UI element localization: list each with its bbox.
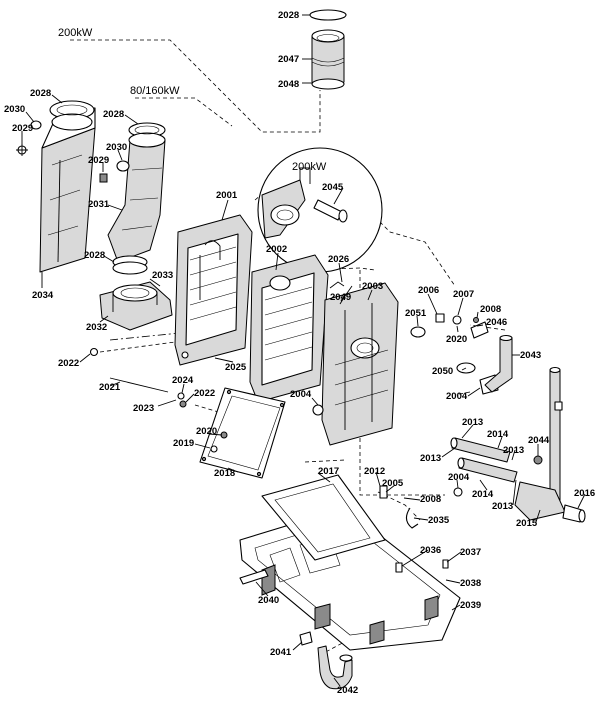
captions: 200kW 80/160kW 200kW (58, 27, 327, 173)
callout-2029: 2029 (12, 123, 33, 134)
callout-2023: 2023 (133, 403, 154, 414)
callout-2047: 2047 (278, 54, 299, 65)
part-2047-flue-adapter (309, 9, 347, 90)
part-2029-screw-mid (99, 173, 108, 183)
callout-2041: 2041 (270, 647, 292, 658)
callout-2038: 2038 (460, 578, 481, 589)
callout-2006: 2006 (418, 285, 439, 296)
callout-2004: 2004 (448, 472, 470, 483)
caption-inset-200kw: 200kW (292, 161, 327, 173)
callout-2026: 2026 (328, 254, 349, 265)
part-callouts: 2028 2047 2048 2028 2030 2029 2028 2030 … (4, 10, 595, 696)
part-2015-return-assembly (514, 366, 586, 523)
callout-2002: 2002 (266, 244, 287, 255)
callout-2014: 2014 (487, 429, 509, 440)
callout-2042: 2042 (337, 685, 358, 696)
callout-2028: 2028 (278, 10, 299, 21)
callout-2005: 2005 (382, 478, 404, 489)
callout-2022: 2022 (58, 358, 79, 369)
callout-2030: 2030 (106, 142, 127, 153)
part-2014-manifolds (450, 437, 518, 483)
part-2040-support-bracket (239, 569, 269, 585)
callout-2017: 2017 (318, 466, 339, 477)
callout-2008: 2008 (420, 494, 441, 505)
callout-2004: 2004 (290, 389, 312, 400)
callout-2016: 2016 (574, 488, 595, 499)
leader-lines (21, 14, 586, 687)
part-2030-clip-mid (116, 160, 130, 172)
callout-2030: 2030 (4, 104, 25, 115)
callout-2050: 2050 (432, 366, 453, 377)
part-2017-condensate-trap (261, 474, 386, 561)
callout-2049: 2049 (330, 292, 351, 303)
callout-2018: 2018 (214, 468, 235, 479)
callout-2040: 2040 (258, 595, 279, 606)
callout-2032: 2032 (86, 322, 107, 333)
callout-2028: 2028 (103, 109, 124, 120)
callout-2031: 2031 (88, 199, 110, 210)
callout-2012: 2012 (364, 466, 385, 477)
caption-80-160kw: 80/160kW (130, 85, 180, 97)
part-2030-clip-left (30, 120, 42, 130)
callout-2024: 2024 (172, 375, 194, 386)
callout-2013: 2013 (462, 417, 483, 428)
callout-2020: 2020 (196, 426, 217, 437)
part-2032-fan-housing (99, 281, 173, 331)
part-2018-cover-plate (199, 387, 286, 479)
callout-2028: 2028 (30, 88, 51, 99)
callout-2004: 2004 (446, 391, 468, 402)
part-2003-section-rear (321, 282, 399, 446)
caption-top-200kw: 200kW (58, 27, 93, 39)
part-2002-section-middle (249, 254, 329, 403)
callout-2028: 2028 (84, 250, 105, 261)
callout-2036: 2036 (420, 545, 441, 556)
callout-2034: 2034 (32, 290, 54, 301)
callout-2037: 2037 (460, 547, 481, 558)
part-2001-section-front (174, 214, 253, 366)
callout-2013: 2013 (492, 501, 513, 512)
callout-2019: 2019 (173, 438, 194, 449)
callout-2013: 2013 (503, 445, 524, 456)
callout-2015: 2015 (516, 518, 538, 529)
callout-2033: 2033 (152, 270, 173, 281)
callout-2021: 2021 (99, 382, 121, 393)
callout-2022: 2022 (194, 388, 215, 399)
part-2036-2037-screws (395, 559, 449, 573)
part-2031-flex-pipe (107, 122, 166, 275)
callout-2025: 2025 (225, 362, 247, 373)
callout-2007: 2007 (453, 289, 474, 300)
part-2034-air-duct (39, 100, 96, 273)
callout-2020: 2020 (446, 334, 467, 345)
part-2043-elbow-pipe (484, 334, 513, 393)
callout-2048: 2048 (278, 79, 299, 90)
callout-2046: 2046 (486, 317, 507, 328)
inset-200kw-detail (257, 147, 383, 273)
callout-2001: 2001 (216, 190, 238, 201)
callout-2013: 2013 (420, 453, 441, 464)
callout-2008: 2008 (480, 304, 501, 315)
callout-2029: 2029 (88, 155, 109, 166)
callout-2045: 2045 (322, 182, 344, 193)
callout-2044: 2044 (528, 435, 550, 446)
callout-2014: 2014 (472, 489, 494, 500)
callout-2039: 2039 (460, 600, 481, 611)
callout-2051: 2051 (405, 308, 427, 319)
part-2042-siphon (299, 631, 353, 690)
callout-2003: 2003 (362, 281, 383, 292)
callout-2043: 2043 (520, 350, 541, 361)
part-2029-screw-left (16, 144, 28, 156)
callout-2035: 2035 (428, 515, 450, 526)
